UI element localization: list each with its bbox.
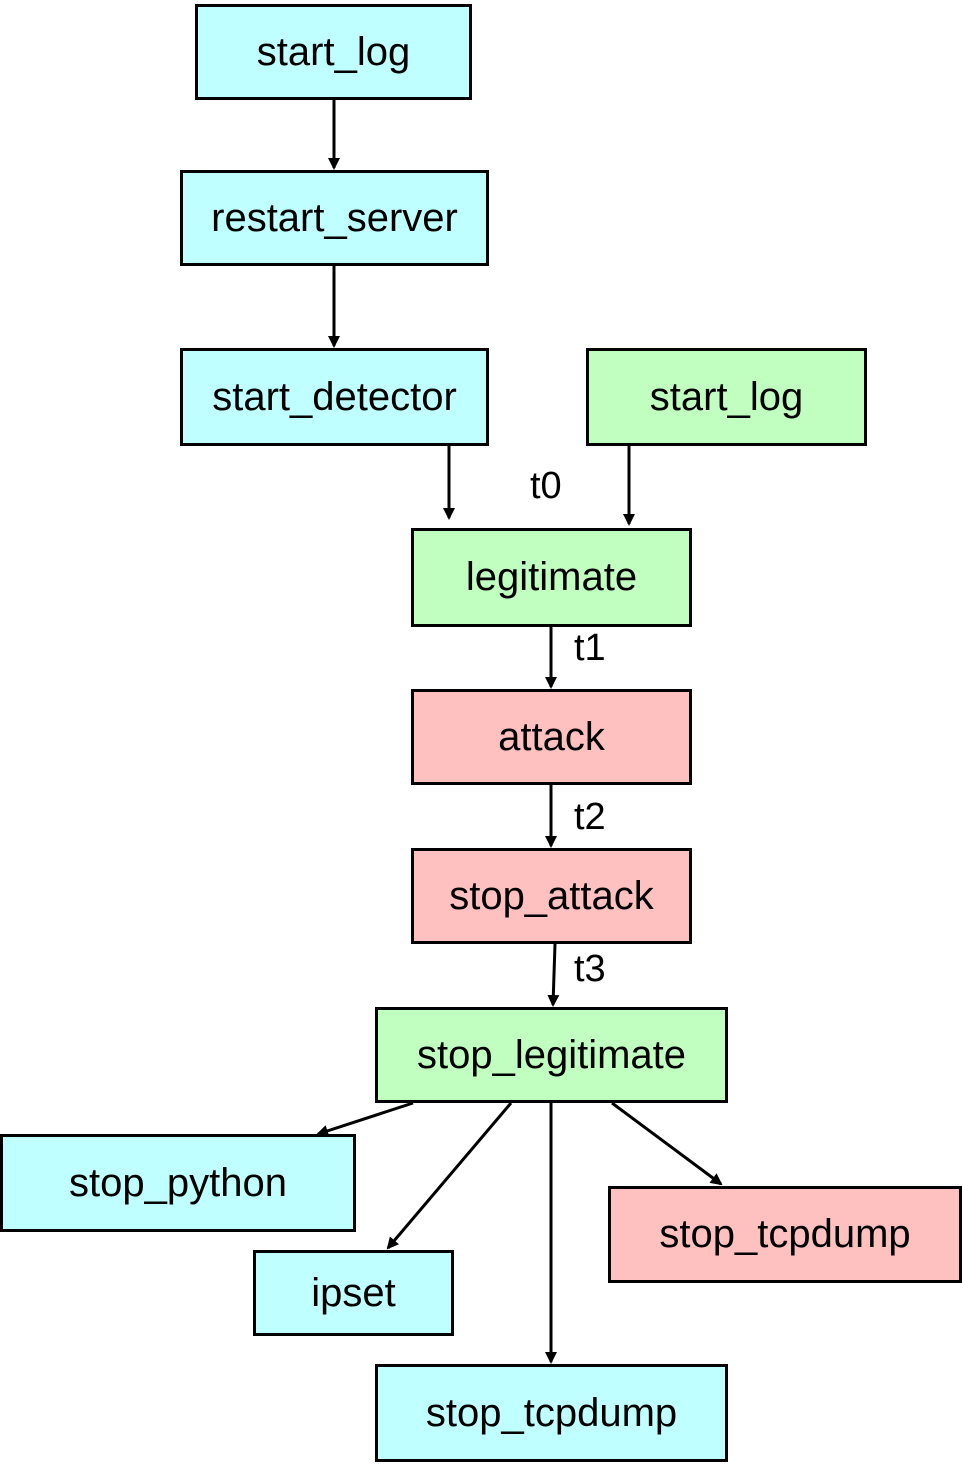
edge-label-t0: t0 [530,465,562,507]
edge-label-t3: t3 [574,948,606,990]
node-start-detector: start_detector [180,348,489,446]
edge-label-t2: t2 [574,796,606,838]
node-stop-tcpdump-red: stop_tcpdump [608,1186,962,1283]
node-stop-attack: stop_attack [411,848,692,944]
node-ipset: ipset [253,1250,454,1336]
node-restart-server: restart_server [180,170,489,266]
node-stop-python: stop_python [0,1134,356,1232]
node-start-log-1: start_log [195,4,472,100]
edge-stop-legitimate-to-ipset [386,1102,513,1250]
node-start-log-2: start_log [586,348,867,446]
node-legitimate: legitimate [411,528,692,627]
node-stop-legitimate: stop_legitimate [375,1007,728,1103]
node-attack: attack [411,689,692,785]
edge-stop-attack-to-stop-legitimate [547,943,560,1007]
edge-label-t1: t1 [574,627,606,669]
edge-stop-legitimate-to-stop-tcpdump-red [611,1101,723,1186]
edge-stop-legitimate-to-stop-python [316,1101,414,1137]
node-stop-tcpdump-cyan: stop_tcpdump [375,1364,728,1462]
